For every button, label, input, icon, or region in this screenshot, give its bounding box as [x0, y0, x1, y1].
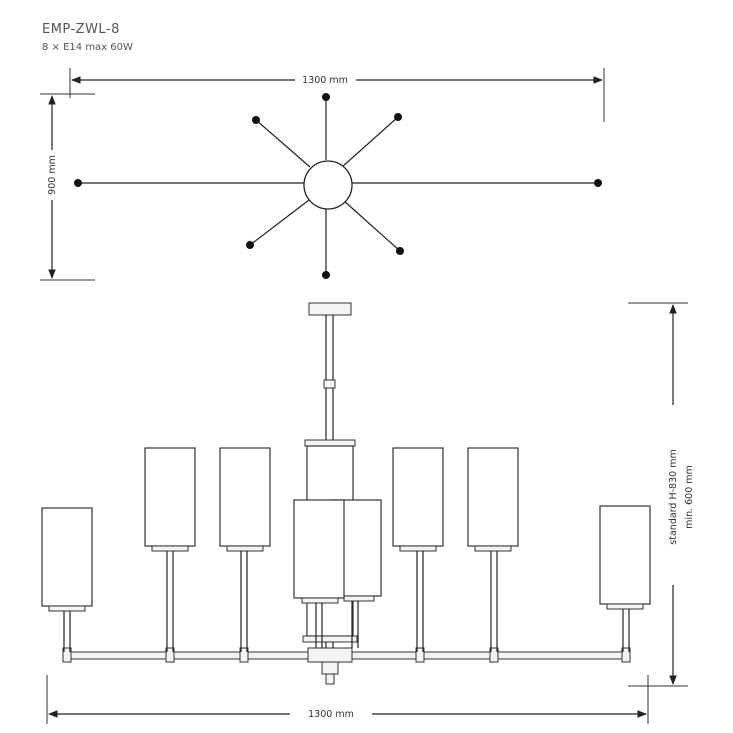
top-width-label: 1300 mm [302, 75, 348, 86]
bottom-width-label: 1300 mm [308, 709, 354, 720]
shade-outer-right [599, 505, 651, 652]
height-standard-label: standard H-830 mm [668, 449, 679, 544]
height-min-label: min. 600 mm [684, 465, 695, 529]
bulb-spec: 8 × E14 max 60W [42, 42, 133, 53]
shade-back-left-outer [144, 447, 196, 652]
model-name: EMP-ZWL-8 [42, 22, 120, 37]
top-view: 1300 mm 900 mm [40, 68, 605, 281]
top-depth-dimension: 900 mm [40, 93, 95, 281]
bottom-width-dimension: 1300 mm [46, 675, 649, 724]
height-dimension: standard H-830 mm min. 600 mm [628, 302, 695, 687]
front-view: 1300 mm standard H-830 mm min. 600 mm [41, 302, 695, 724]
bar-junctions [62, 647, 631, 663]
shade-center-left [293, 499, 345, 648]
ceiling-canopy [308, 302, 352, 316]
top-width-dimension: 1300 mm [69, 68, 605, 122]
top-depth-label: 900 mm [47, 155, 58, 195]
shade-back-left-inner [219, 447, 271, 652]
shade-back-right-outer [467, 447, 519, 652]
shade-outer-left [41, 507, 93, 652]
shade-back-right-inner [392, 447, 444, 652]
canopy-hub [303, 160, 353, 210]
arm-end-dots [74, 93, 602, 279]
top-arms [78, 97, 598, 275]
